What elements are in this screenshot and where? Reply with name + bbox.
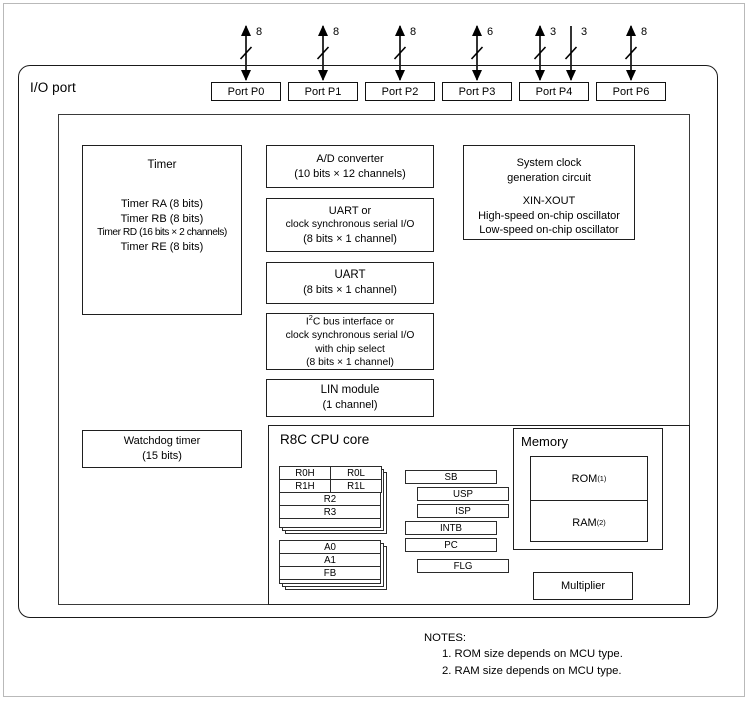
adc-title: A/D converter <box>316 152 384 165</box>
register-isp: ISP <box>417 504 509 518</box>
clock-line1: System clock <box>516 157 582 169</box>
port-box-port-p6: Port P6 <box>596 82 666 101</box>
timer-line-rb: Timer RB (8 bits) <box>120 212 204 225</box>
clock-line5: Low-speed on-chip oscillator <box>479 224 619 237</box>
i2c-line1: I2C bus interface or <box>306 313 394 329</box>
memory-title: Memory <box>521 434 568 449</box>
timer-line-rd: Timer RD (16 bits × 2 channels) <box>97 227 227 239</box>
timer-line-re: Timer RE (8 bits) <box>120 240 204 253</box>
i2c-line1-post: C bus interface or <box>312 316 395 328</box>
note-item-2: 2. RAM size depends on MCU type. <box>442 664 622 677</box>
lin-module-block: LIN module (1 channel) <box>266 379 434 417</box>
watchdog-title: Watchdog timer <box>123 435 201 448</box>
bus-width-label-port-p2: 8 <box>410 26 417 38</box>
page-border <box>3 3 745 697</box>
system-clock-block: System clock generation circuit XIN-XOUT… <box>463 145 635 240</box>
timer-line-ra: Timer RA (8 bits) <box>120 198 204 211</box>
bus-width-label-port-p1: 8 <box>333 26 340 38</box>
notes-section: NOTES: 1. ROM size depends on MCU type. … <box>424 630 623 679</box>
memory-inner: ROM(1) RAM(2) <box>530 456 648 542</box>
rom-note-ref: (1) <box>597 474 607 483</box>
register-usp: USP <box>417 487 509 501</box>
address-register-group: A0 A1 FB <box>279 540 381 584</box>
bus-width-label-port-p4: 3 <box>550 26 557 38</box>
port-box-port-p1: Port P1 <box>288 82 358 101</box>
uart-sub: (8 bits × 1 channel) <box>303 284 397 297</box>
bus-arrow-port-p6 <box>623 24 639 82</box>
bus-width-label-port-p3: 6 <box>487 26 494 38</box>
i2c-line2: clock synchronous serial I/O <box>285 330 415 342</box>
register-a0: A0 <box>279 540 381 554</box>
clock-line2: generation circuit <box>507 171 591 184</box>
cpu-core-title: R8C CPU core <box>280 432 370 447</box>
port-box-port-p2: Port P2 <box>365 82 435 101</box>
register-r2: R2 <box>279 492 381 506</box>
bus-arrow-port-p3 <box>469 24 485 82</box>
clock-line3: XIN-XOUT <box>522 195 576 208</box>
adc-block: A/D converter (10 bits × 12 channels) <box>266 145 434 188</box>
register-a1: A1 <box>279 553 381 567</box>
uart-or-serial-io-block: UART or clock synchronous serial I/O (8 … <box>266 198 434 252</box>
note-item-1: 1. ROM size depends on MCU type. <box>442 648 623 661</box>
timer-title: Timer <box>147 159 177 171</box>
bus-width-label-port-p4-secondary: 3 <box>581 26 588 38</box>
bus-arrow-port-p2 <box>392 24 408 82</box>
rom-cell: ROM(1) <box>531 457 647 500</box>
uart-or-line1: UART or <box>328 204 372 217</box>
register-r3: R3 <box>279 505 381 519</box>
multiplier-block: Multiplier <box>533 572 633 600</box>
uart-title: UART <box>334 269 366 282</box>
rom-label: ROM <box>571 472 598 485</box>
register-r1l: R1L <box>330 479 382 493</box>
io-port-label: I/O port <box>30 80 76 95</box>
ram-note-ref: (2) <box>596 518 606 527</box>
bus-width-label-port-p0: 8 <box>256 26 263 38</box>
register-r1h: R1H <box>279 479 331 493</box>
bus-arrow-port-p1 <box>315 24 331 82</box>
clock-line4: High-speed on-chip oscillator <box>478 209 620 222</box>
bus-arrow-port-p0 <box>238 24 254 82</box>
lin-sub: (1 channel) <box>322 399 378 412</box>
port-box-port-p0: Port P0 <box>211 82 281 101</box>
lin-title: LIN module <box>320 384 380 397</box>
i2c-line3: with chip select <box>315 343 385 355</box>
register-intb: INTB <box>405 521 497 535</box>
ram-cell: RAM(2) <box>531 500 647 544</box>
io-port-enclosure <box>18 65 718 618</box>
uart-block: UART (8 bits × 1 channel) <box>266 262 434 304</box>
i2c-line1-pre: I <box>305 316 309 328</box>
adc-sub: (10 bits × 12 channels) <box>294 167 406 180</box>
port-box-port-p3: Port P3 <box>442 82 512 101</box>
register-r0l: R0L <box>330 466 382 480</box>
register-flg: FLG <box>417 559 509 573</box>
register-fb: FB <box>279 566 381 580</box>
i2c-line4: (8 bits × 1 channel) <box>306 357 394 369</box>
watchdog-timer-block: Watchdog timer (15 bits) <box>82 430 242 468</box>
cpu-core-container <box>268 425 690 605</box>
multiplier-title: Multiplier <box>560 579 605 592</box>
bus-width-label-port-p6: 8 <box>641 26 648 38</box>
bus-arrow-port-p4-secondary <box>563 24 579 82</box>
ram-label: RAM <box>572 516 597 529</box>
data-register-group: R0H R0L R1H R1L R2 R3 <box>279 466 382 528</box>
timer-block: Timer Timer RA (8 bits) Timer RB (8 bits… <box>82 145 242 315</box>
watchdog-sub: (15 bits) <box>142 450 182 462</box>
notes-heading: NOTES: <box>424 632 467 644</box>
uart-or-line2: clock synchronous serial I/O <box>285 219 415 231</box>
port-box-port-p4: Port P4 <box>519 82 589 101</box>
register-sb: SB <box>405 470 497 484</box>
uart-or-line3: (8 bits × 1 channel) <box>303 232 397 245</box>
bus-arrow-port-p4 <box>532 24 548 82</box>
register-pc: PC <box>405 538 497 552</box>
i2c-superscript: 2 <box>308 313 313 323</box>
i2c-bus-block: I2C bus interface or clock synchronous s… <box>266 313 434 370</box>
register-r0h: R0H <box>279 466 331 480</box>
